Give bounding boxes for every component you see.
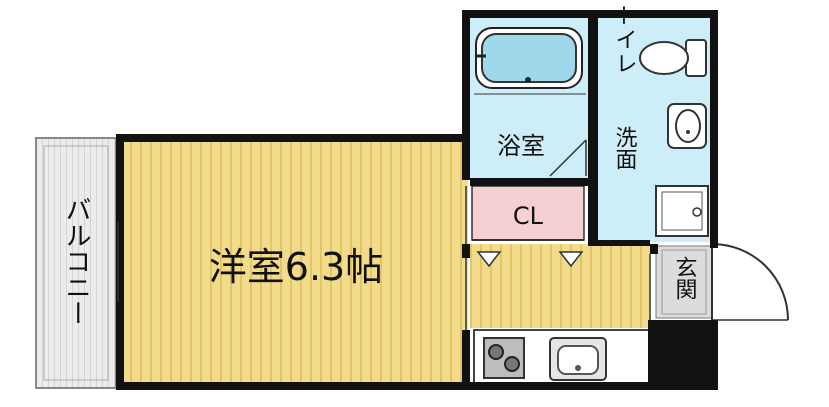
western-room-label: 洋室6.3帖 — [209, 245, 383, 289]
entrance — [655, 245, 713, 319]
walls — [116, 10, 718, 390]
washroom-label: 洗面 — [612, 126, 638, 170]
toilet-icon — [639, 39, 707, 77]
wash-basin-icon — [667, 103, 707, 149]
entrance-door-icon — [711, 243, 789, 321]
closet — [471, 185, 585, 268]
toilet-label: トイレ — [612, 4, 637, 76]
entrance-label: 玄関 — [672, 256, 697, 300]
hallway-floor — [470, 244, 650, 328]
western-room-floor — [122, 140, 468, 384]
kitchen-counter — [473, 329, 651, 385]
balcony — [35, 137, 125, 389]
balcony-label: バルコニー — [61, 196, 91, 326]
bathroom — [470, 16, 588, 186]
partition-lines — [117, 186, 651, 330]
closet-label: CL — [513, 202, 544, 230]
stove-icon — [483, 337, 525, 379]
washing-machine-pan-icon — [655, 185, 709, 237]
toilet-washroom — [598, 16, 710, 242]
bathroom-label: 浴室 — [497, 132, 545, 160]
